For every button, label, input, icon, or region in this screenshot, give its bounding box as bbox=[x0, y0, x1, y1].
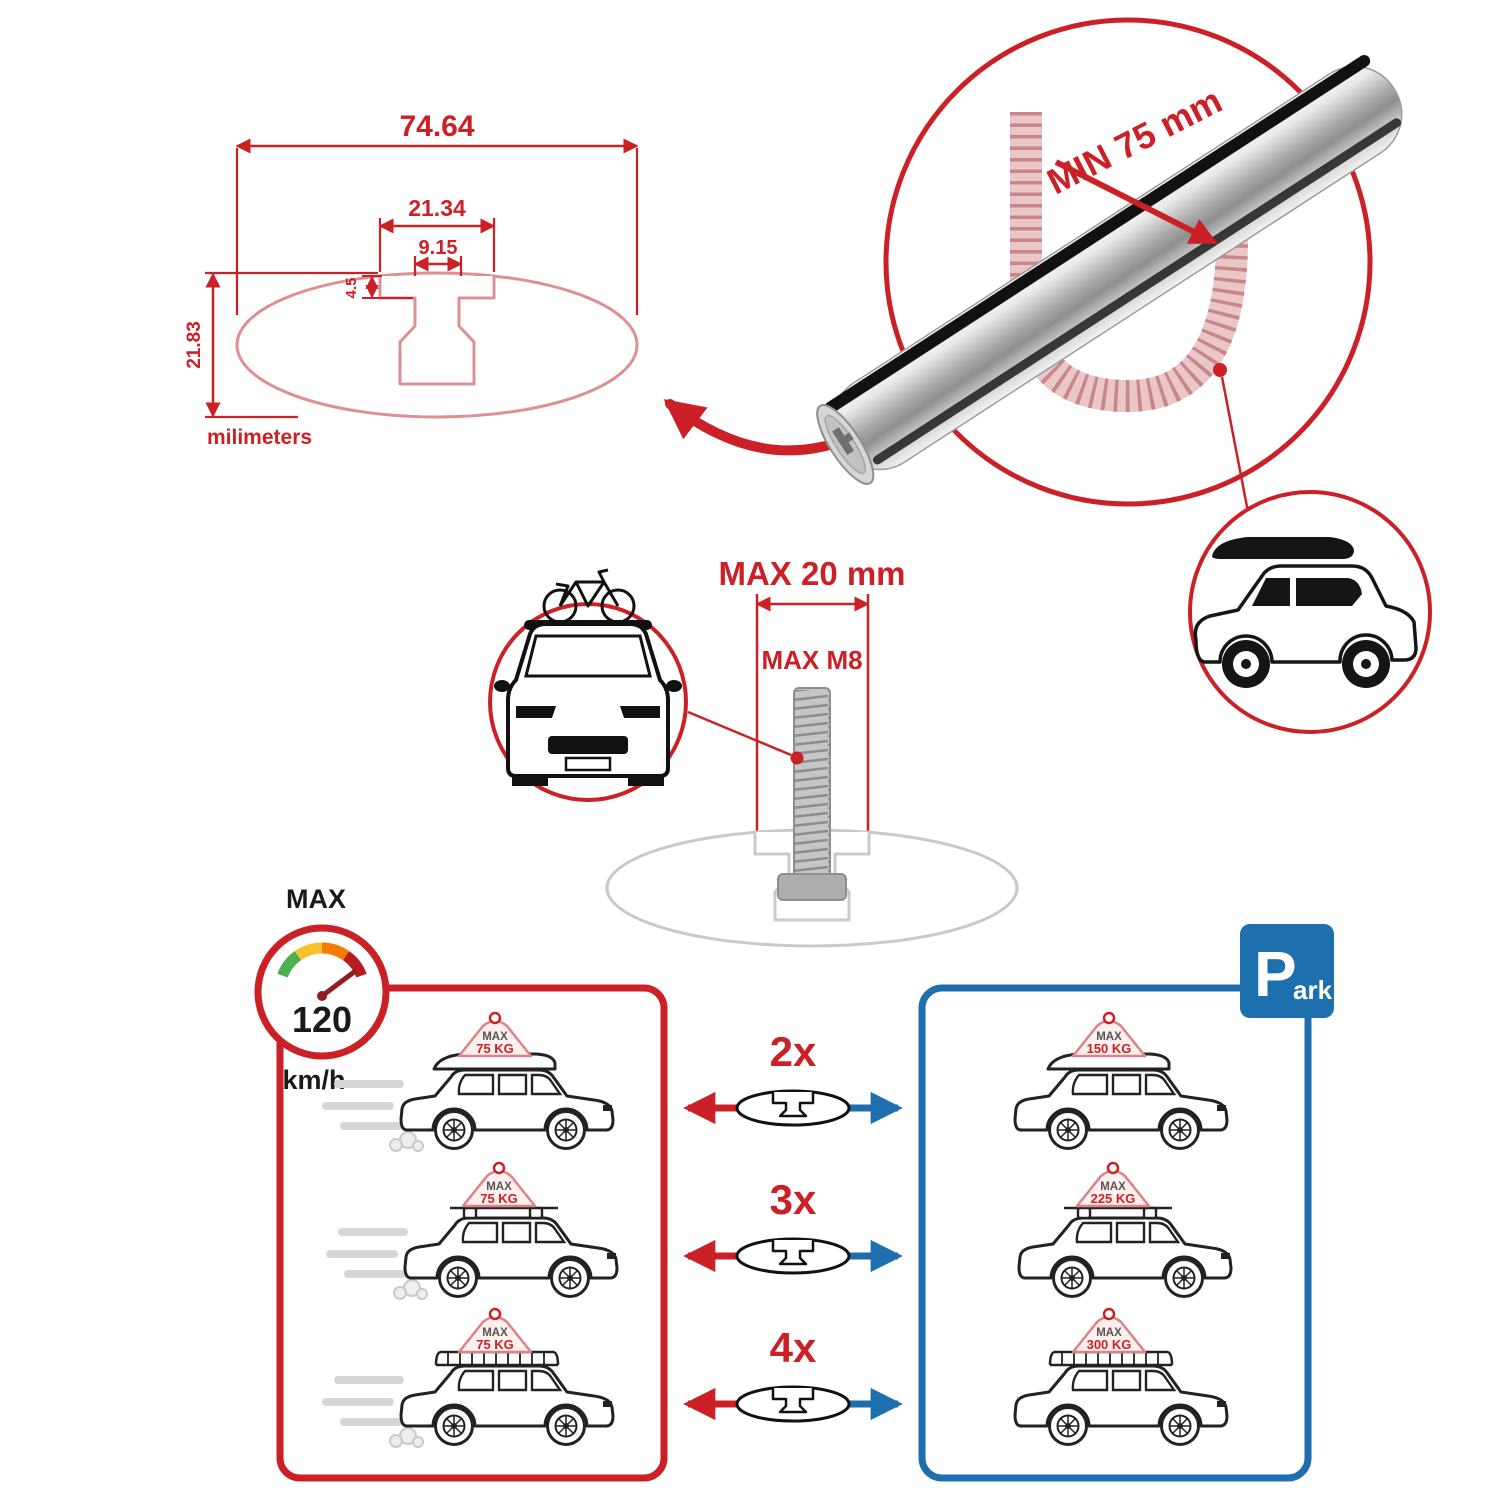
count-label: 2x bbox=[770, 1028, 817, 1075]
max-thread-label: MAX M8 bbox=[761, 645, 862, 675]
load-tag-value: 75 KG bbox=[480, 1191, 518, 1206]
load-tag: MAX 225 KG bbox=[1075, 1161, 1151, 1208]
suv-roofbox-circle bbox=[1188, 490, 1432, 734]
car-icon: MAX 150 KG bbox=[1013, 1011, 1229, 1150]
car-icon: MAX 300 KG bbox=[1013, 1307, 1229, 1446]
dim-slot-width-label: 9.15 bbox=[419, 237, 458, 259]
load-tag-max: MAX bbox=[1096, 1327, 1122, 1339]
dim-total-width-label: 74.64 bbox=[399, 110, 474, 143]
crossbar-count-row: 3x bbox=[683, 1176, 903, 1275]
car-icon: MAX 225 KG bbox=[1017, 1161, 1233, 1298]
park-sign: P ark bbox=[1240, 924, 1334, 1018]
dim-channel-width-label: 21.34 bbox=[408, 195, 466, 221]
max-width-label: MAX 20 mm bbox=[718, 555, 905, 592]
bolt-callout-dot bbox=[790, 751, 804, 765]
bolt-callout-line bbox=[687, 710, 792, 757]
dim-slot-width: 9.15 bbox=[413, 237, 463, 276]
aluminum-crossbar bbox=[816, 55, 1403, 485]
car-icon: MAX 75 KG bbox=[326, 1307, 615, 1447]
bar-profile-channel bbox=[378, 276, 496, 386]
load-tag-value: 75 KG bbox=[476, 1041, 514, 1056]
dim-channel-width: 21.34 bbox=[378, 195, 496, 272]
speed-limit-gauge: MAX 120 km/h bbox=[254, 884, 390, 1095]
park-sign-suffix: ark bbox=[1293, 975, 1333, 1005]
crossbar-profile-icon bbox=[735, 1089, 851, 1127]
load-tag: MAX 150 KG bbox=[1071, 1011, 1147, 1058]
gauge-value: 120 bbox=[292, 999, 352, 1040]
gauge-arcs bbox=[277, 942, 367, 978]
load-tag: MAX 300 KG bbox=[1071, 1307, 1147, 1354]
bolt-icon bbox=[777, 687, 847, 901]
load-tag: MAX 75 KG bbox=[457, 1011, 533, 1058]
dim-lip-depth-label: 4.5 bbox=[343, 278, 360, 299]
load-tag-value: 150 KG bbox=[1087, 1041, 1132, 1056]
profile-dimension-drawing: 74.64 21.34 9.15 4.5 21.83 milimeters bbox=[184, 110, 639, 449]
load-tag-value: 75 KG bbox=[476, 1337, 514, 1352]
min-span-arrow bbox=[1054, 159, 1218, 245]
bolt-diagram: MAX 20 mm MAX M8 bbox=[605, 555, 1019, 948]
units-label: milimeters bbox=[207, 426, 312, 449]
bar-closeup-circle: MIN 75 mm bbox=[816, 17, 1403, 513]
park-sign-letter: P bbox=[1254, 938, 1297, 1010]
car-icon: MAX 75 KG bbox=[326, 1011, 615, 1151]
suv-with-roofbox-icon bbox=[1193, 537, 1418, 688]
gauge-unit: km/h bbox=[282, 1065, 345, 1095]
load-tag-max: MAX bbox=[1096, 1031, 1122, 1043]
load-tag-value: 225 KG bbox=[1091, 1191, 1136, 1206]
gauge-max-label: MAX bbox=[286, 884, 346, 914]
dim-total-height-label: 21.83 bbox=[184, 321, 205, 369]
gauge-needle bbox=[319, 969, 357, 999]
load-tag-value: 300 KG bbox=[1087, 1337, 1132, 1352]
load-tag-max: MAX bbox=[482, 1327, 508, 1339]
load-tag: MAX 75 KG bbox=[461, 1161, 537, 1208]
car-front-icon bbox=[494, 620, 682, 786]
car-icon: MAX 75 KG bbox=[330, 1161, 619, 1299]
callout-dot bbox=[1213, 363, 1227, 377]
load-tag-max: MAX bbox=[1100, 1181, 1126, 1193]
callout-line bbox=[1220, 376, 1250, 513]
dim-lip-depth: 4.5 bbox=[343, 275, 413, 299]
count-label: 3x bbox=[770, 1176, 817, 1223]
count-label: 4x bbox=[770, 1324, 817, 1371]
load-tag-max: MAX bbox=[482, 1031, 508, 1043]
crossbar-profile-icon bbox=[735, 1237, 851, 1275]
dim-total-width: 74.64 bbox=[235, 110, 639, 315]
crossbar-profile-icon bbox=[735, 1385, 851, 1423]
dim-total-height: 21.83 bbox=[184, 271, 378, 419]
load-tag: MAX 75 KG bbox=[457, 1307, 533, 1354]
bar-profile-outline bbox=[235, 271, 639, 419]
car-front-circle bbox=[488, 568, 688, 802]
crossbar-count-row: 2x bbox=[683, 1028, 903, 1127]
crossbar-count-row: 4x bbox=[683, 1324, 903, 1423]
load-tag-max: MAX bbox=[486, 1181, 512, 1193]
